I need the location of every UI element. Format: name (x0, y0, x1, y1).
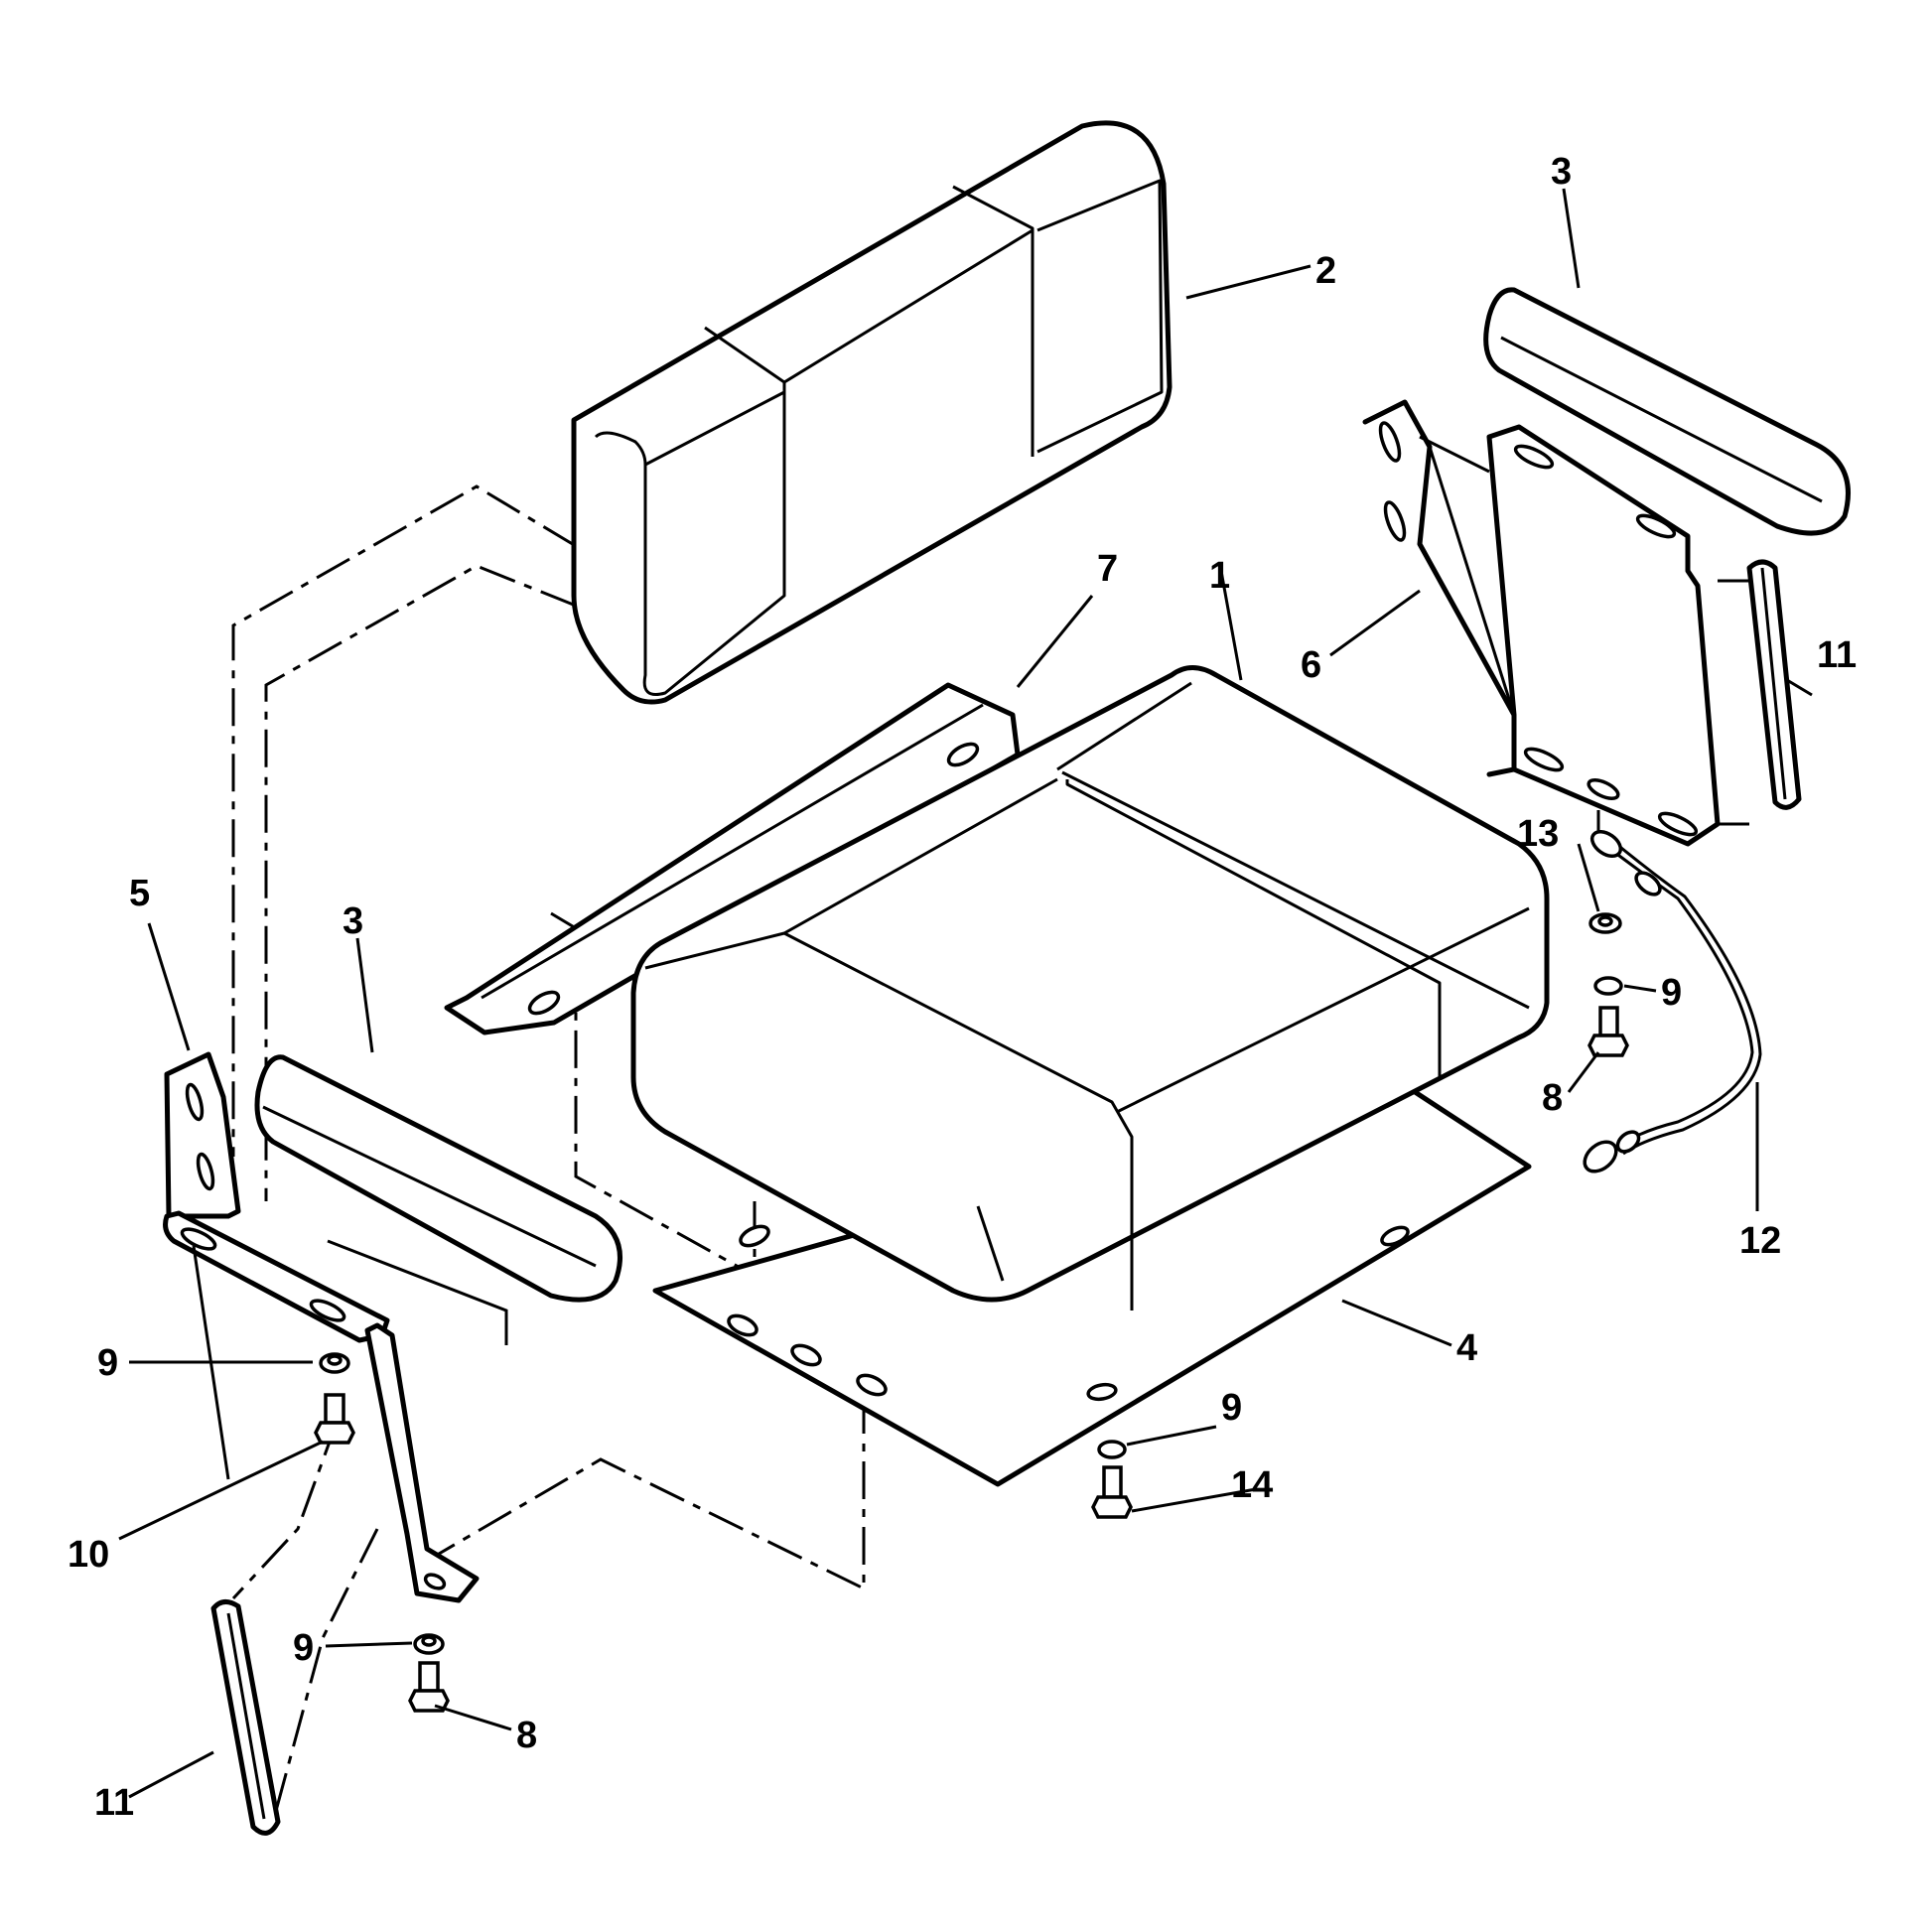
callout-13: 13 (1517, 813, 1559, 855)
callout-12: 12 (1739, 1220, 1781, 1262)
callout-9-left-upper: 9 (97, 1342, 118, 1384)
callout-6: 6 (1301, 644, 1321, 686)
callout-14: 14 (1231, 1464, 1273, 1506)
callout-1: 1 (1209, 555, 1230, 597)
armrest-right (1483, 287, 1851, 536)
callout-11-right: 11 (1817, 634, 1857, 676)
callout-2: 2 (1315, 250, 1336, 292)
callout-3-left: 3 (343, 900, 363, 942)
cable (1583, 829, 1762, 1173)
hardware-left (314, 1352, 450, 1713)
hardware-base (1091, 1440, 1133, 1519)
armrest-left (254, 1054, 622, 1345)
bracket-right (1362, 399, 1721, 847)
tube-left (210, 1599, 281, 1836)
callout-4: 4 (1456, 1327, 1477, 1369)
callout-11-left: 11 (94, 1782, 134, 1824)
seat-cushion (630, 665, 1550, 1311)
callout-8-left: 8 (516, 1715, 537, 1756)
backrest (571, 120, 1173, 705)
callout-9-right: 9 (1661, 972, 1682, 1014)
callout-5: 5 (129, 873, 150, 914)
tube-right (1746, 559, 1802, 810)
callout-9-left-lower: 9 (293, 1627, 314, 1669)
callout-10: 10 (68, 1534, 109, 1576)
callout-labels: 1 2 3 3 4 5 6 7 8 8 9 9 9 9 10 11 11 12 … (68, 151, 1857, 1824)
callout-9-base: 9 (1221, 1387, 1242, 1429)
callout-3-right: 3 (1551, 151, 1572, 193)
callout-7: 7 (1097, 548, 1118, 590)
hardware-right (1587, 912, 1629, 1057)
bracket-left (163, 1051, 480, 1603)
callout-8-right: 8 (1542, 1077, 1563, 1119)
leader-lines (118, 188, 1813, 1799)
